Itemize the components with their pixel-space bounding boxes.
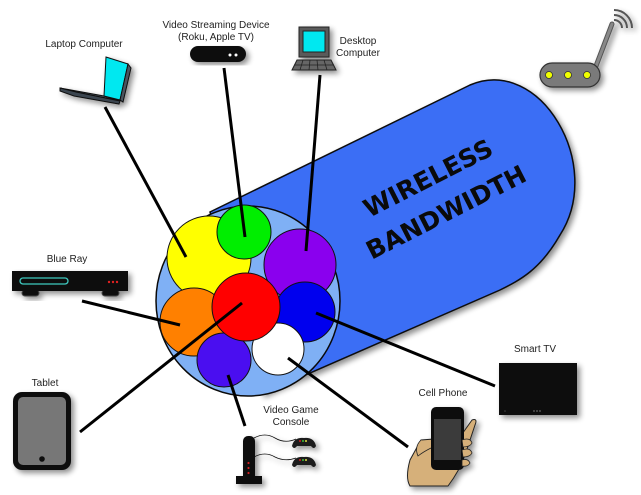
connector-console [226, 374, 247, 427]
cell-phone-icon [407, 407, 477, 487]
desktop-computer-icon [291, 26, 337, 71]
device-streaming: Video Streaming Device (Roku, Apple TV) [162, 20, 270, 62]
device-laptop: Laptop Computer [45, 39, 132, 105]
label-phone: Cell Phone [419, 388, 468, 399]
device-tv: Smart TV [499, 344, 577, 415]
label-console-line-1: Video Game [263, 405, 319, 416]
label-bluray: Blue Ray [47, 254, 88, 265]
label-tablet: Tablet [32, 378, 59, 389]
device-bluray: Blue Ray [12, 254, 128, 297]
streaming-box-icon [190, 46, 246, 62]
label-console-line-2: Console [273, 417, 310, 428]
label-tv: Smart TV [514, 344, 556, 355]
device-phone: Cell Phone [407, 388, 477, 487]
connector-bluray [81, 299, 181, 327]
device-tablet: Tablet [13, 378, 71, 470]
bluray-player-icon [12, 271, 128, 297]
laptop-icon [59, 56, 132, 105]
connector-streaming [222, 67, 247, 238]
label-laptop: Laptop Computer [45, 39, 123, 50]
connector-lines [79, 67, 496, 449]
connector-tablet [79, 301, 243, 434]
tablet-icon [13, 392, 71, 470]
connector-laptop [103, 106, 188, 258]
game-console-icon [236, 434, 316, 484]
label-streaming-line-1: Video Streaming Device [162, 20, 270, 31]
connector-tv [315, 311, 496, 388]
label-desktop-line-1: Desktop [340, 36, 377, 47]
label-desktop-line-2: Computer [336, 48, 381, 59]
wireless-router-icon [539, 9, 633, 88]
connector-desktop [304, 74, 322, 252]
connector-phone [287, 356, 409, 449]
smart-tv-icon [499, 363, 577, 415]
label-streaming-line-2: (Roku, Apple TV) [178, 32, 254, 43]
device-console: Video Game Console [236, 405, 319, 484]
device-desktop: Desktop Computer [291, 26, 381, 71]
stream-circle-red [211, 272, 281, 342]
